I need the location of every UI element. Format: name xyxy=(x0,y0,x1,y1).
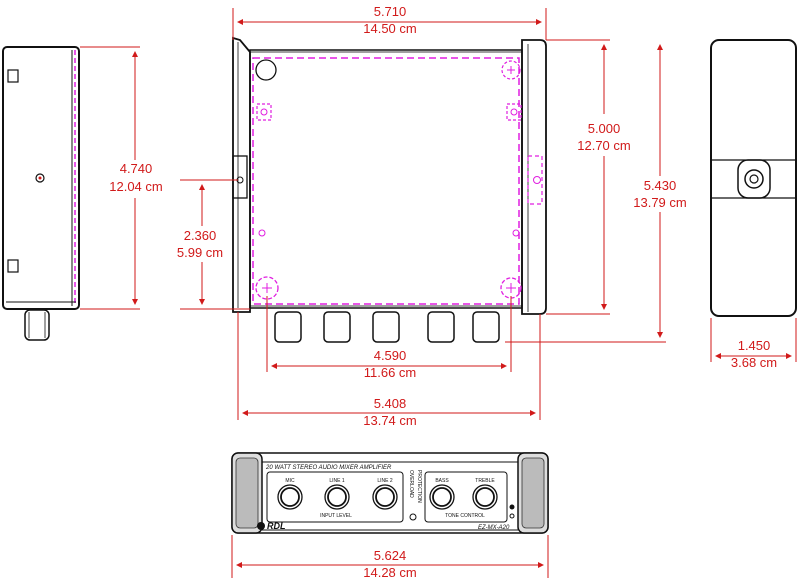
label-treble: TREBLE xyxy=(475,478,495,484)
dim-mount-height-in: 5.000 xyxy=(588,121,621,136)
brand-logo: RDL xyxy=(267,521,286,531)
dim-side-depth-in: 1.450 xyxy=(738,338,771,353)
screw-hole-icon xyxy=(744,169,764,189)
dimension-body-width: 5.408 13.74 cm xyxy=(237,312,541,428)
bracket-icon xyxy=(737,159,771,199)
dim-overall-height-in: 5.430 xyxy=(644,178,677,193)
dim-overall-height-cm: 13.79 cm xyxy=(633,195,686,210)
right-side-view xyxy=(710,39,797,317)
brand-dot-icon xyxy=(257,522,265,530)
dimension-side-depth: 1.450 3.68 cm xyxy=(710,318,797,370)
dim-body-width-cm: 13.74 cm xyxy=(363,413,416,428)
label-line-1: LINE 1 xyxy=(329,478,345,484)
dimension-top-width: 5.710 14.50 cm xyxy=(232,4,547,40)
label-protection: PROTECTION xyxy=(416,470,422,503)
label-mic: MIC xyxy=(285,478,295,484)
dim-body-width-in: 5.408 xyxy=(374,396,407,411)
dimension-overall-height: 5.430 13.79 cm xyxy=(505,44,687,343)
mount-hole-icon xyxy=(255,59,522,300)
dim-front-width-cm: 14.28 cm xyxy=(363,565,416,580)
knob-bass[interactable] xyxy=(429,484,455,510)
power-led-ring-icon xyxy=(509,513,515,519)
knob-mic[interactable] xyxy=(277,484,303,510)
knob-line-1[interactable] xyxy=(324,484,350,510)
panel-title: 20 WATT STEREO AUDIO MIXER AMPLIFIER xyxy=(265,465,392,471)
label-input-level: INPUT LEVEL xyxy=(320,513,352,519)
dim-left-height-in: 4.740 xyxy=(120,161,153,176)
dim-top-width-in: 5.710 xyxy=(374,4,407,19)
label-overload: OVERLOAD xyxy=(408,470,414,498)
power-led-icon xyxy=(509,504,515,510)
dimension-knob-span: 4.590 11.66 cm xyxy=(266,296,512,380)
overload-led-icon xyxy=(409,513,417,521)
dim-front-width-in: 5.624 xyxy=(374,548,407,563)
label-bass: BASS xyxy=(435,478,449,484)
knob-side-icon xyxy=(24,309,50,341)
dim-hole-height-cm: 5.99 cm xyxy=(177,245,223,260)
model-number: EZ-MX-A20 xyxy=(478,525,510,531)
dim-top-width-cm: 14.50 cm xyxy=(363,21,416,36)
screw-hole-icon xyxy=(35,173,45,183)
dim-knob-span-in: 4.590 xyxy=(374,348,407,363)
knob-line-2[interactable] xyxy=(372,484,398,510)
dim-left-height-cm: 12.04 cm xyxy=(109,179,162,194)
left-side-view xyxy=(2,46,80,341)
dimension-left-height: 4.740 12.04 cm xyxy=(80,46,163,310)
dimension-mount-height: 5.000 12.70 cm xyxy=(546,39,631,315)
front-panel-view: 20 WATT STEREO AUDIO MIXER AMPLIFIER MIC… xyxy=(231,452,549,534)
dim-hole-height-in: 2.360 xyxy=(184,228,217,243)
dim-mount-height-cm: 12.70 cm xyxy=(577,138,630,153)
label-tone-control: TONE CONTROL xyxy=(445,513,485,519)
dim-knob-span-cm: 11.66 cm xyxy=(364,365,417,380)
dim-side-depth-cm: 3.68 cm xyxy=(731,355,777,370)
label-line-2: LINE 2 xyxy=(377,478,393,484)
knob-row xyxy=(274,311,500,343)
dimension-front-width: 5.624 14.28 cm xyxy=(231,535,549,580)
dimension-hole-height: 2.360 5.99 cm xyxy=(177,179,250,310)
center-top-view xyxy=(232,36,547,343)
knob-treble[interactable] xyxy=(472,484,498,510)
